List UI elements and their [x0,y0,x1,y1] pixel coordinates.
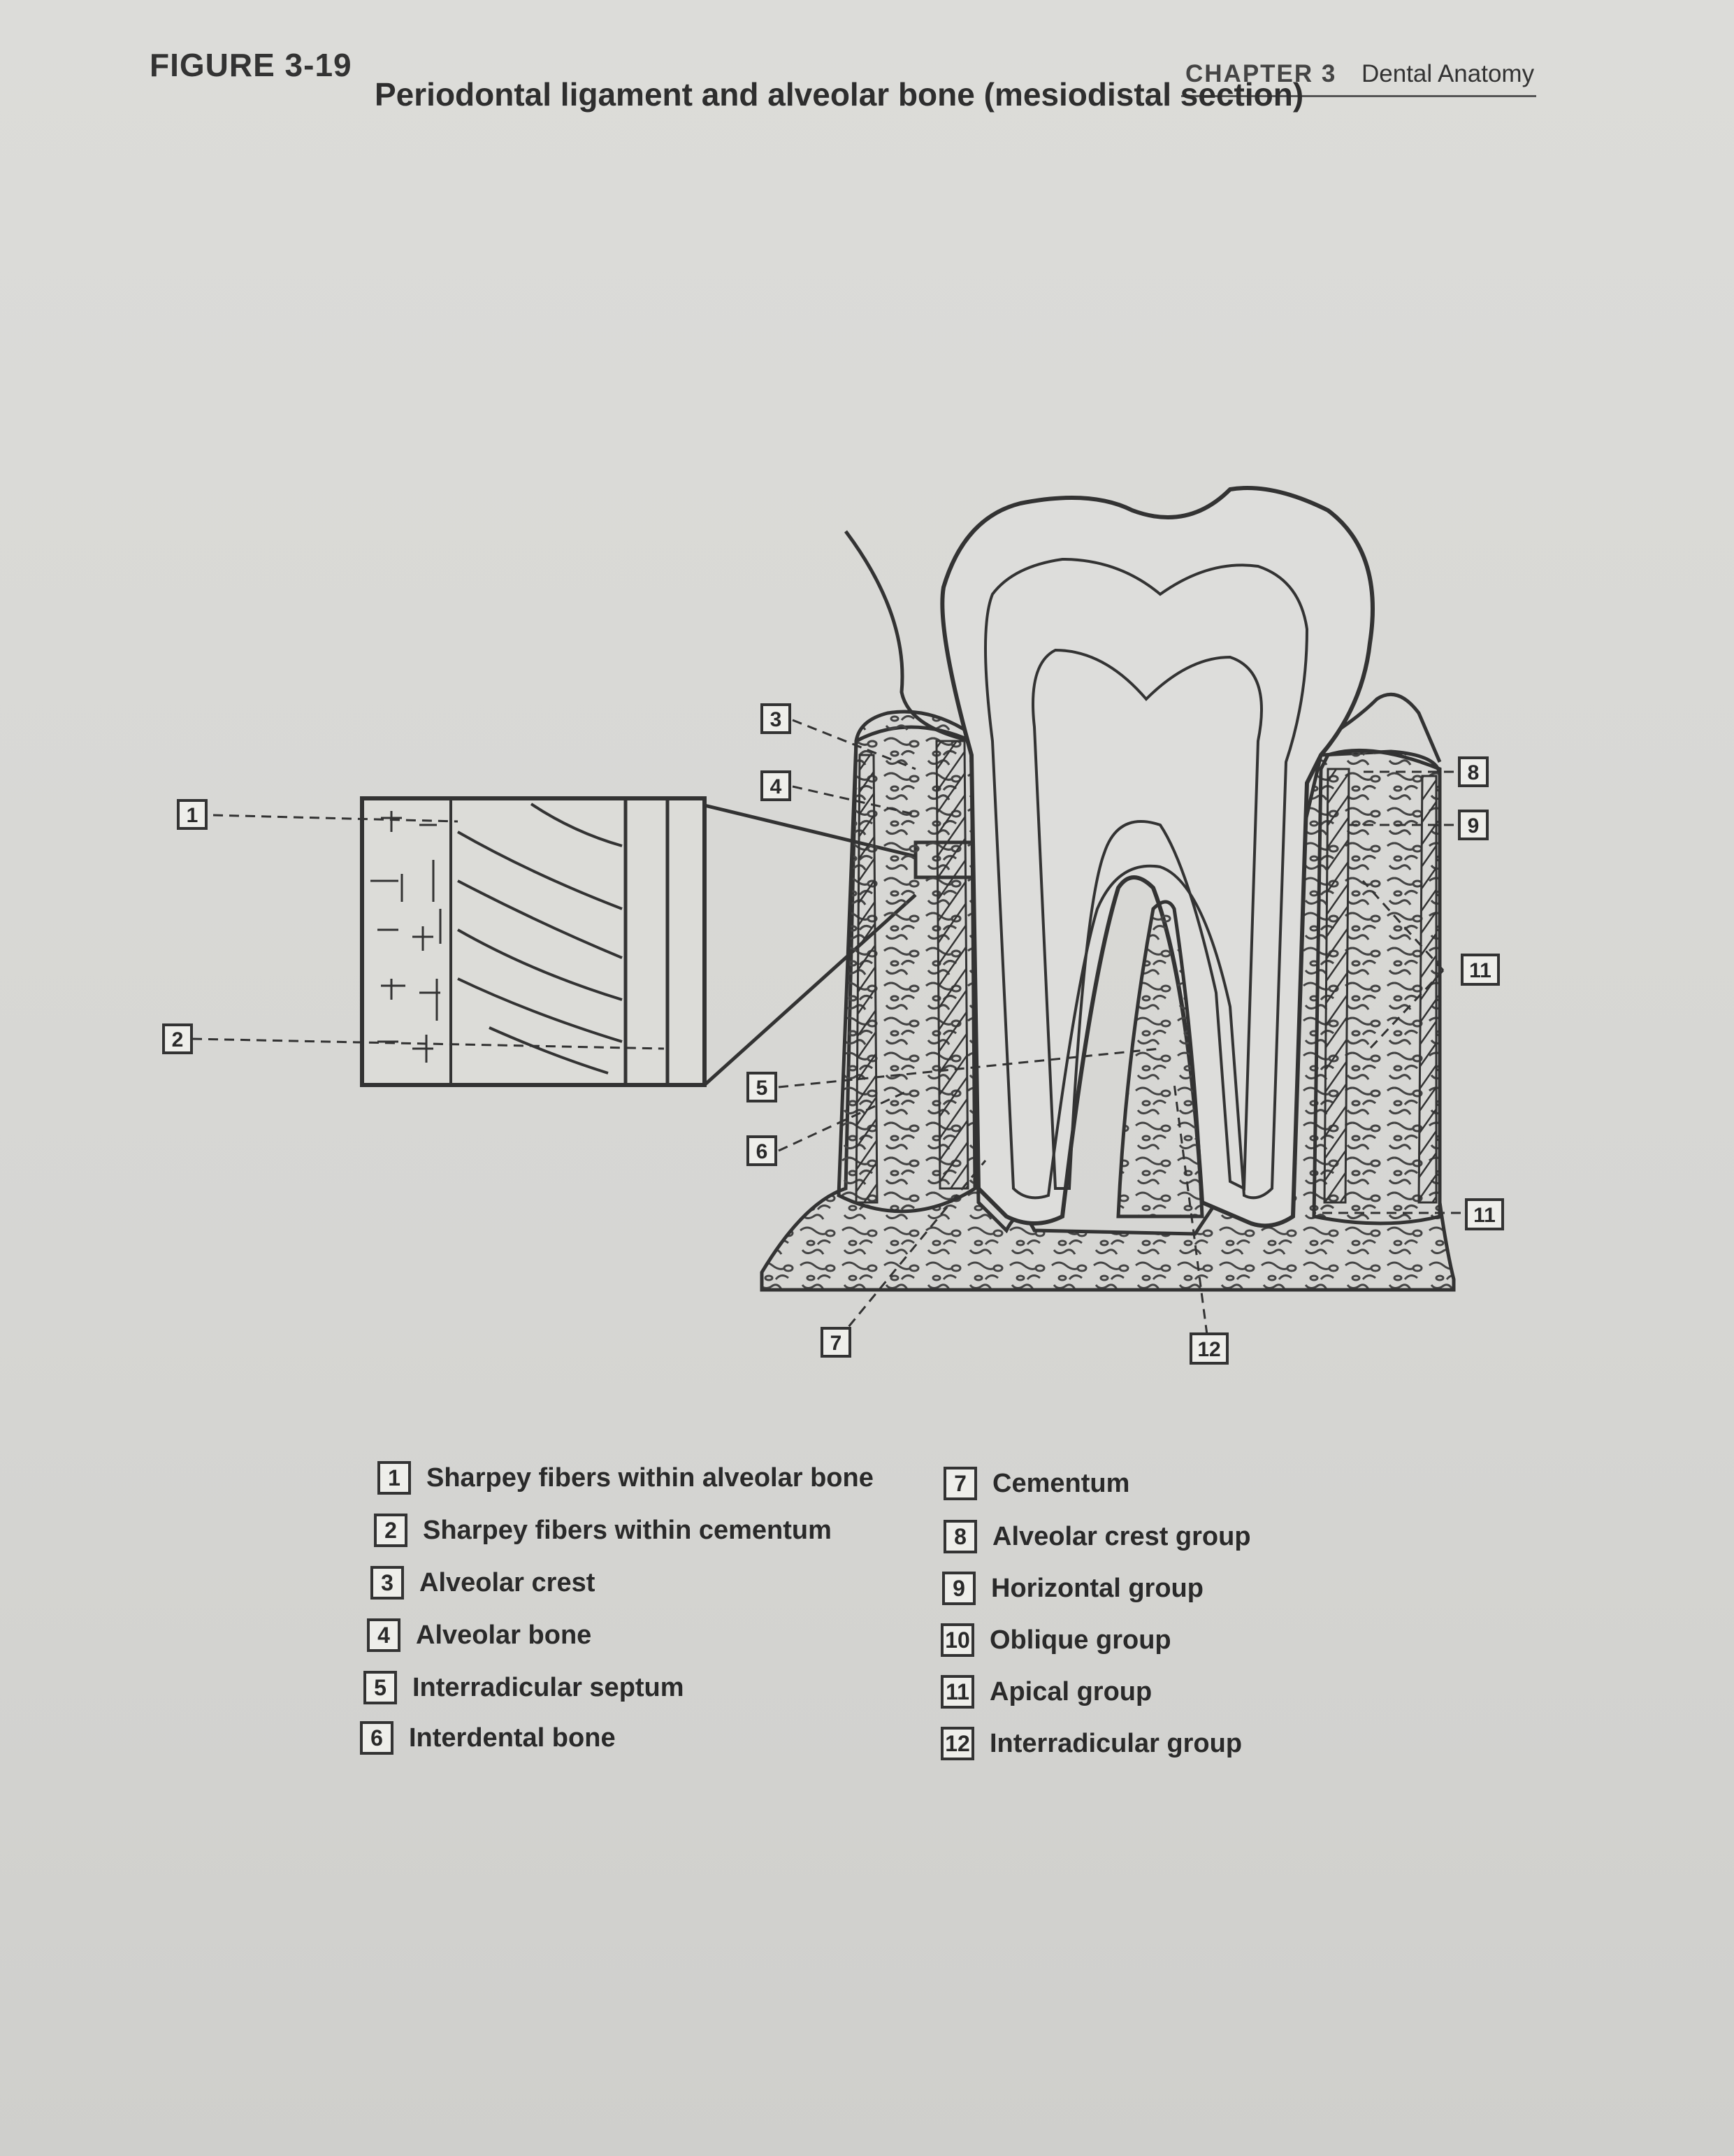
legend-item-12: 12 Interradicular group [941,1727,1242,1760]
svg-text:2: 2 [172,1028,184,1051]
legend-number: 4 [367,1618,400,1652]
legend-item-5: 5 Interradicular septum [363,1671,684,1704]
figure-caption: Periodontal ligament and alveolar bone (… [375,76,1304,113]
legend-text: Horizontal group [991,1573,1204,1603]
legend-item-2: 2 Sharpey fibers within cementum [374,1514,832,1547]
svg-text:8: 8 [1468,761,1480,784]
svg-text:12: 12 [1197,1338,1220,1361]
legend-number: 2 [374,1514,407,1547]
legend-text: Alveolar crest group [992,1521,1251,1551]
pdl-band-right-outer [1323,768,1350,1204]
legend-text: Sharpey fibers within cementum [423,1515,832,1545]
legend-item-8: 8 Alveolar crest group [944,1520,1251,1553]
diagram-label-8: 8 [1458,756,1489,787]
svg-text:3: 3 [770,708,782,731]
legend-item-10: 10 Oblique group [941,1623,1171,1657]
legend-item-7: 7 Cementum [944,1467,1129,1500]
legend-text: Alveolar crest [419,1567,595,1597]
diagram-label-3: 3 [760,703,791,734]
pdl-band-left-inner [935,740,969,1190]
legend-text: Interdental bone [409,1723,616,1753]
legend-number: 3 [370,1566,404,1600]
svg-text:4: 4 [770,775,782,798]
legend-number: 10 [941,1623,974,1657]
header-rule [1181,95,1536,97]
legend-item-3: 3 Alveolar crest [370,1566,595,1600]
legend-number: 11 [941,1675,974,1709]
legend-text: Oblique group [990,1625,1171,1655]
diagram-label-4: 4 [760,770,791,801]
legend-number: 12 [941,1727,974,1760]
pdl-band-left-outer [855,754,879,1204]
diagram-label-1: 1 [177,799,208,830]
legend-number: 1 [377,1461,411,1495]
diagram-label-12: 12 [1190,1332,1229,1365]
legend-item-1: 1 Sharpey fibers within alveolar bone [377,1461,874,1495]
diagram-label-11-lower: 11 [1465,1198,1504,1230]
diagram-label-11-upper: 11 [1461,954,1500,986]
legend-item-11: 11 Apical group [941,1675,1152,1709]
leader-lines [192,719,1461,1351]
legend-item-9: 9 Horizontal group [942,1572,1204,1605]
svg-text:9: 9 [1468,814,1480,838]
legend-text: Sharpey fibers within alveolar bone [426,1463,874,1493]
figure-number: FIGURE 3-19 [150,47,352,83]
svg-text:5: 5 [756,1077,768,1100]
svg-text:1: 1 [187,804,198,827]
legend-text: Apical group [990,1676,1153,1706]
diagram-label-9: 9 [1458,810,1489,840]
legend-text: Cementum [992,1468,1130,1498]
legend-number: 5 [363,1671,397,1704]
legend-number: 9 [942,1572,976,1605]
svg-text:11: 11 [1469,959,1491,982]
pdl-band-right-inner [1417,775,1438,1204]
pulp-chamber [1032,648,1263,1191]
legend-item-4: 4 Alveolar bone [367,1618,591,1652]
svg-text:11: 11 [1473,1204,1496,1227]
svg-text:6: 6 [756,1140,768,1163]
legend-number: 6 [360,1721,393,1755]
legend-text: Alveolar bone [416,1620,592,1650]
legend-text: Interradicular group [990,1728,1243,1758]
gingiva-left [844,530,972,743]
diagram-label-7: 7 [821,1327,851,1358]
legend-text: Interradicular septum [412,1672,684,1702]
svg-text:7: 7 [830,1332,842,1355]
chapter-title: Dental Anatomy [1361,60,1535,87]
chapter-label: CHAPTER 3 [1185,60,1337,87]
legend-number: 8 [944,1520,977,1553]
diagram-label-2: 2 [162,1023,193,1054]
legend-number: 7 [944,1467,977,1500]
legend-item-6: 6 Interdental bone [360,1721,616,1755]
diagram-label-6: 6 [746,1135,777,1166]
magnified-inset [360,796,981,1087]
diagram-label-5: 5 [746,1072,777,1102]
